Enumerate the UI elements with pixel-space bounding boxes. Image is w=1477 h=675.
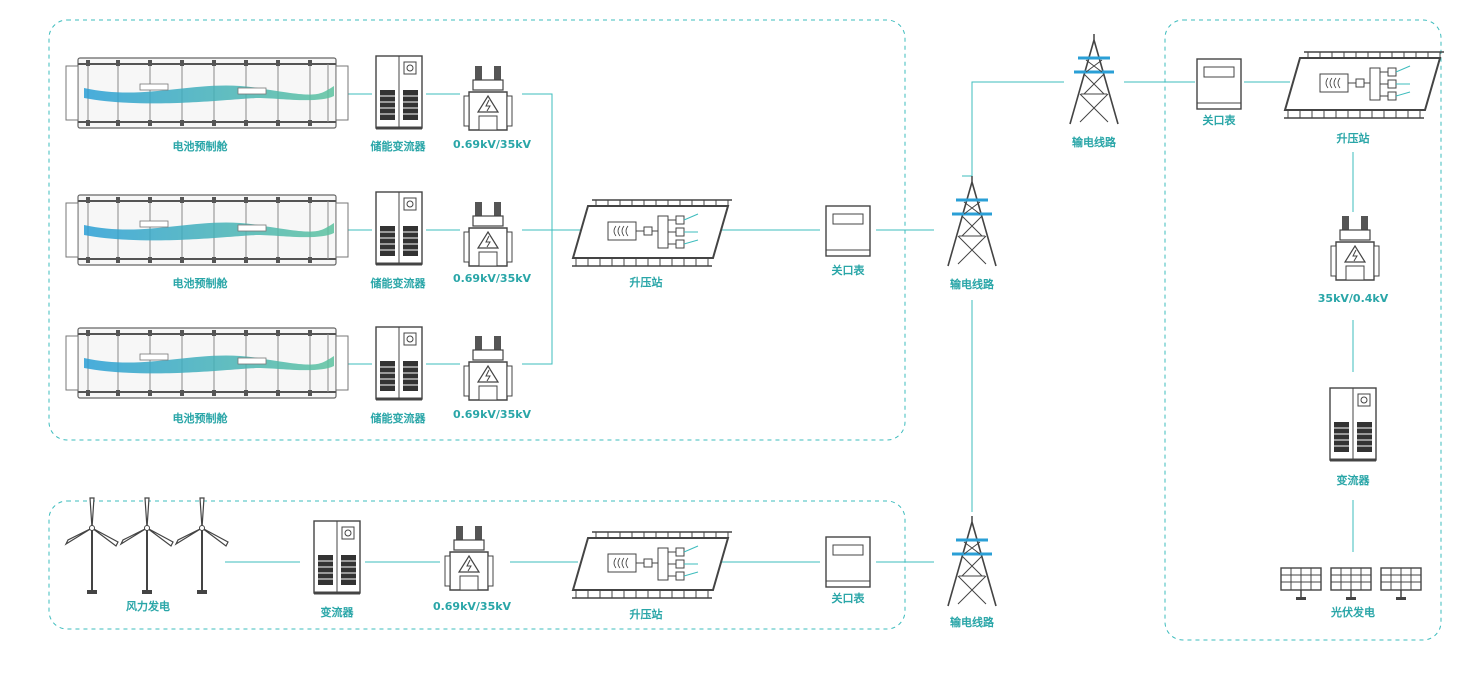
connection-lines [225,81,1354,563]
converter-wind [312,519,362,595]
pv-group-frame [1164,19,1442,641]
wind-group-frame [48,500,906,630]
transformer-3 [463,335,513,401]
substation-wind [571,531,733,599]
battery-label-3: 电池预制舱 [172,412,228,425]
pcs-cabinet-3 [374,325,424,401]
ratio-label-2: 0.69kV/35kV [452,272,532,285]
wind-turbine-3 [175,497,229,595]
transformer-1 [463,65,513,131]
transformer-pv [1330,215,1380,281]
meter-label-storage: 关口表 [831,264,865,277]
line-label-wind: 输电线路 [950,616,994,629]
substation-storage [571,199,733,267]
ratio-label-wind: 0.69kV/35kV [432,600,512,613]
pcs-label-2: 储能变流器 [370,277,426,290]
ratio-label-1: 0.69kV/35kV [452,138,532,151]
converter-pv [1328,386,1378,462]
line-label-main: 输电线路 [950,278,994,291]
solar-panel-1 [1280,567,1322,601]
meter-wind [825,536,871,588]
meter-label-wind: 关口表 [831,592,865,605]
wind-turbine-1 [65,497,119,595]
ratio-label-3: 0.69kV/35kV [452,408,532,421]
ratio-label-pv: 35kV/0.4kV [1317,292,1389,305]
tower-main [946,174,998,268]
pcs-cabinet-2 [374,190,424,266]
battery-label-1: 电池预制舱 [172,140,228,153]
transformer-wind [444,525,494,591]
substation-label-storage: 升压站 [629,276,663,289]
substation-pv [1283,51,1445,119]
meter-label-pv: 关口表 [1202,114,1236,127]
substation-label-pv: 升压站 [1336,132,1370,145]
meter-storage [825,205,871,257]
transformer-2 [463,201,513,267]
tower-top [1068,32,1120,126]
battery-container-2 [65,194,349,266]
solar-panel-2 [1330,567,1372,601]
substation-label-wind: 升压站 [629,608,663,621]
pcs-cabinet-1 [374,54,424,130]
tower-wind [946,514,998,608]
solar-panel-3 [1380,567,1422,601]
converter-label-pv: 变流器 [1336,474,1370,487]
wind-label: 风力发电 [126,600,170,613]
pcs-label-3: 储能变流器 [370,412,426,425]
battery-label-2: 电池预制舱 [172,277,228,290]
wind-turbine-2 [120,497,174,595]
line-label-top: 输电线路 [1072,136,1116,149]
pcs-label-1: 储能变流器 [370,140,426,153]
converter-label-wind: 变流器 [320,606,354,619]
pv-label: 光伏发电 [1331,606,1375,619]
meter-pv [1196,58,1242,110]
battery-container-3 [65,327,349,399]
battery-container-1 [65,57,349,129]
